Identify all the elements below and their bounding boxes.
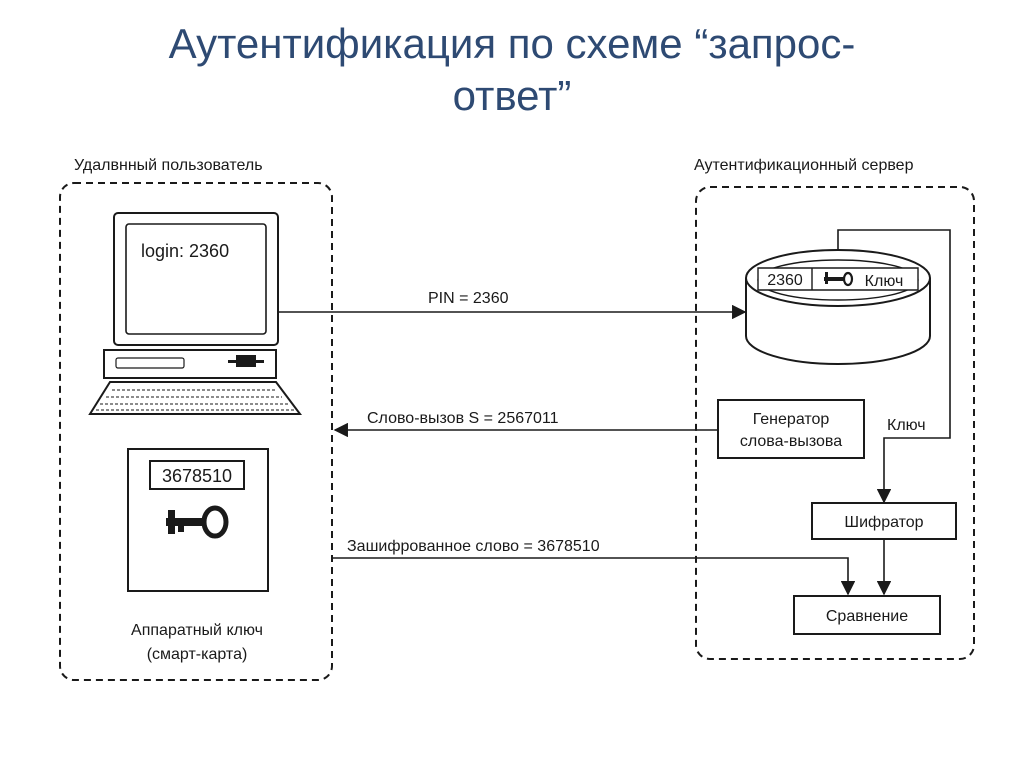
remote-user-frame <box>59 182 333 681</box>
database-cylinder-icon <box>745 249 931 365</box>
page-title: Аутентификация по схеме “запрос- ответ” <box>0 18 1024 122</box>
comparison-box <box>793 595 941 635</box>
generator-label-1: Генератор <box>753 411 830 428</box>
key-icon <box>166 505 229 539</box>
title-line-2: ответ” <box>452 72 572 119</box>
computer-icon <box>88 212 302 415</box>
encrypted-arrow <box>333 557 856 596</box>
db-entry-number: 2360 <box>767 272 803 289</box>
smartcard-display <box>149 460 245 490</box>
generator-label-2: слова-вызова <box>740 433 842 450</box>
generator-box <box>717 399 865 459</box>
title-line-1: Аутентификация по схеме “запрос- <box>168 20 856 67</box>
pin-label: PIN = 2360 <box>428 290 509 307</box>
server-frame <box>695 186 975 660</box>
encrypted-label: Зашифрованное слово = 3678510 <box>347 538 600 555</box>
comparison-label: Сравнение <box>826 608 908 625</box>
smartcard-display-value: 3678510 <box>162 466 232 486</box>
remote-user-label: Удалвнный пользователь <box>74 157 263 174</box>
db-entry-key: Ключ <box>865 273 904 290</box>
smartcard-caption-1: Аппаратный ключ <box>131 622 263 639</box>
smartcard-caption-2: (смарт-карта) <box>147 646 248 663</box>
server-label: Аутентификационный сервер <box>694 157 914 174</box>
encryptor-label: Шифратор <box>844 514 923 531</box>
key-arrow <box>837 229 951 504</box>
challenge-label: Слово-вызов S = 2567011 <box>367 410 559 427</box>
screen-login-text: login: 2360 <box>141 241 229 261</box>
key-label: Ключ <box>887 417 926 434</box>
